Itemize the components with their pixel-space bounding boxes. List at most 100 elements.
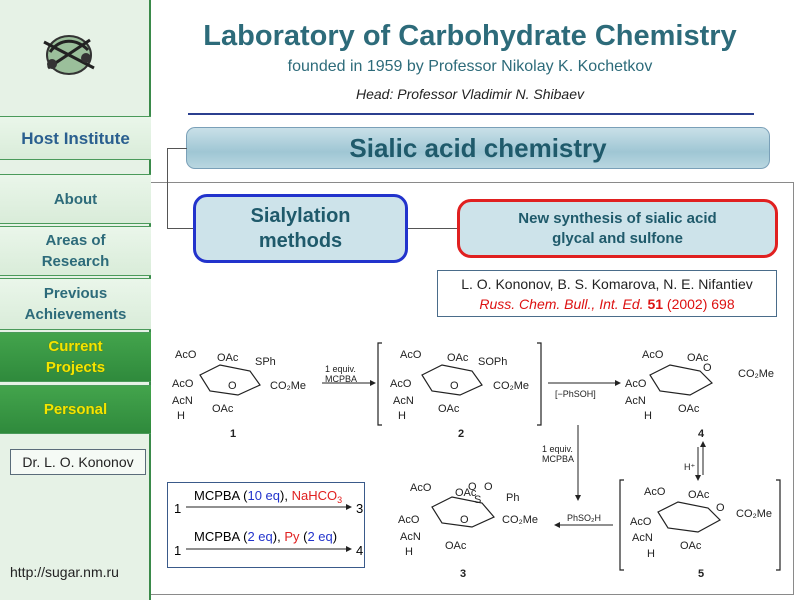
step5-label: H⁺ xyxy=(684,462,695,472)
label-acn: AcN xyxy=(400,531,421,543)
nav-areas-of-research[interactable]: Areas of Research xyxy=(0,226,151,276)
step3-line2: MCPBA xyxy=(542,454,574,464)
nav-current-projects-label: Current Projects xyxy=(45,338,106,376)
reference-pages-year: (2002) 698 xyxy=(666,296,735,312)
nav-previous-achievements-label: Previous Achievements xyxy=(24,285,127,323)
label-oac: OAc xyxy=(217,352,239,364)
founded-subtitle: founded in 1959 by Professor Nikolay K. … xyxy=(287,58,653,75)
frame-line xyxy=(151,182,794,183)
label-h: H xyxy=(177,410,185,422)
step1-line2: MCPBA xyxy=(325,374,357,384)
label-h: H xyxy=(644,410,652,422)
person-link[interactable]: Dr. L. O. Kononov xyxy=(10,449,146,475)
compound-4: AcO OAc O CO₂Me AcO AcN OAc H 4 xyxy=(625,349,774,440)
new-synthesis-line2: glycal and sulfone xyxy=(552,230,683,247)
compound-2: AcO OAc SOPh AcO O CO₂Me AcN OAc H 2 xyxy=(377,342,542,440)
label-h: H xyxy=(405,546,413,558)
row2-conditions: MCPBA (2 eq), Py (2 eq) xyxy=(194,529,337,544)
label-co2me: CO₂Me xyxy=(738,368,774,380)
reference-volume: 51 xyxy=(647,296,664,312)
row2-start: 1 xyxy=(174,543,181,558)
label-oac: OAc xyxy=(445,540,467,552)
connector-line xyxy=(167,228,193,229)
label-co2me: CO₂Me xyxy=(736,508,772,520)
frame-line xyxy=(793,182,794,594)
connector-line xyxy=(167,148,168,228)
reference-box: L. O. Kononov, B. S. Komarova, N. E. Nif… xyxy=(437,270,777,317)
label-h: H xyxy=(647,548,655,560)
nav-personal[interactable]: Personal xyxy=(0,385,151,434)
compound-1: AcO OAc SPh AcO O CO₂Me AcN OAc H 1 xyxy=(172,349,306,440)
nav-previous-achievements[interactable]: Previous Achievements xyxy=(0,278,151,330)
label-aco: AcO xyxy=(630,516,652,528)
new-synthesis-line1: New synthesis of sialic acid xyxy=(518,210,717,227)
head-of-lab: Head: Professor Vladimir N. Shibaev xyxy=(356,86,584,102)
page-title: Laboratory of Carbohydrate Chemistry xyxy=(203,20,737,52)
conditions-box: 1 3 MCPBA (10 eq), NaHCO3 1 4 MCPBA (2 e… xyxy=(167,482,365,568)
label-oac: OAc xyxy=(438,403,460,415)
compound-number: 1 xyxy=(230,428,236,440)
label-acn: AcN xyxy=(393,395,414,407)
label-o: O xyxy=(703,362,712,374)
header-divider xyxy=(188,113,754,115)
compound-5: AcO OAc O CO₂Me AcO AcN OAc H 5 xyxy=(619,479,781,580)
label-o: O xyxy=(716,502,725,514)
label-oac: OAc xyxy=(447,352,469,364)
label-sph: SPh xyxy=(255,356,276,368)
connector-line xyxy=(167,148,187,149)
step1-line1: 1 equiv. xyxy=(325,364,356,374)
label-o: O xyxy=(460,514,469,526)
compound-number: 2 xyxy=(458,428,464,440)
label-aco: AcO xyxy=(172,378,194,390)
label-h: H xyxy=(398,410,406,422)
reference-journal: Russ. Chem. Bull., Int. Ed. xyxy=(479,296,644,312)
label-o: O xyxy=(468,481,477,493)
step4-label: PhSO₂H xyxy=(567,513,601,523)
step2-label: [−PhSOH] xyxy=(555,389,596,399)
label-aco: AcO xyxy=(410,482,432,494)
label-oac: OAc xyxy=(687,352,709,364)
label-o: O xyxy=(228,380,237,392)
label-aco: AcO xyxy=(642,349,664,361)
label-acn: AcN xyxy=(172,395,193,407)
compound-number: 5 xyxy=(698,568,704,580)
compound-number: 3 xyxy=(460,568,466,580)
label-acn: AcN xyxy=(632,532,653,544)
compound-3: O O S Ph AcO OAc AcO O CO₂Me AcN OAc H 3 xyxy=(398,481,538,580)
reference-authors: L. O. Kononov, B. S. Komarova, N. E. Nif… xyxy=(461,276,753,292)
connector-line xyxy=(408,228,458,229)
label-aco: AcO xyxy=(644,486,666,498)
reaction-scheme: AcO OAc SPh AcO O CO₂Me AcN OAc H 1 1 eq… xyxy=(172,342,781,580)
row1-end: 3 xyxy=(356,501,363,516)
nav-host-institute[interactable]: Host Institute xyxy=(0,116,151,160)
site-url[interactable]: http://sugar.nm.ru xyxy=(10,564,119,580)
step3-line1: 1 equiv. xyxy=(542,444,573,454)
label-aco: AcO xyxy=(398,514,420,526)
reference-citation: Russ. Chem. Bull., Int. Ed. 51 (2002) 69… xyxy=(438,294,776,314)
nav-areas-of-research-label: Areas of Research xyxy=(41,232,110,270)
label-soph: SOPh xyxy=(478,356,507,368)
new-synthesis-box[interactable]: New synthesis of sialic acid glycal and … xyxy=(457,199,778,258)
label-aco: AcO xyxy=(625,378,647,390)
label-o: O xyxy=(450,380,459,392)
label-aco: AcO xyxy=(400,349,422,361)
laboratory-logo-icon xyxy=(43,35,95,75)
nav-about[interactable]: About xyxy=(0,174,151,224)
label-aco: AcO xyxy=(390,378,412,390)
label-oac: OAc xyxy=(680,540,702,552)
frame-line xyxy=(151,594,794,595)
nav-current-projects[interactable]: Current Projects xyxy=(0,332,151,382)
label-s: S xyxy=(474,494,481,506)
row2-end: 4 xyxy=(356,543,363,558)
label-aco: AcO xyxy=(175,349,197,361)
label-co2me: CO₂Me xyxy=(502,514,538,526)
conditions-drawing: 1 3 MCPBA (10 eq), NaHCO3 1 4 MCPBA (2 e… xyxy=(174,488,363,558)
row1-start: 1 xyxy=(174,501,181,516)
sidebar: Host Institute About Areas of Research P… xyxy=(0,0,151,600)
compound-number: 4 xyxy=(698,428,705,440)
sialylation-methods-box[interactable]: Sialylation methods xyxy=(193,194,408,263)
label-o: O xyxy=(484,481,493,493)
row1-conditions: MCPBA (10 eq), NaHCO3 xyxy=(194,488,342,505)
label-oac: OAc xyxy=(212,403,234,415)
sialylation-line2: methods xyxy=(258,230,343,252)
